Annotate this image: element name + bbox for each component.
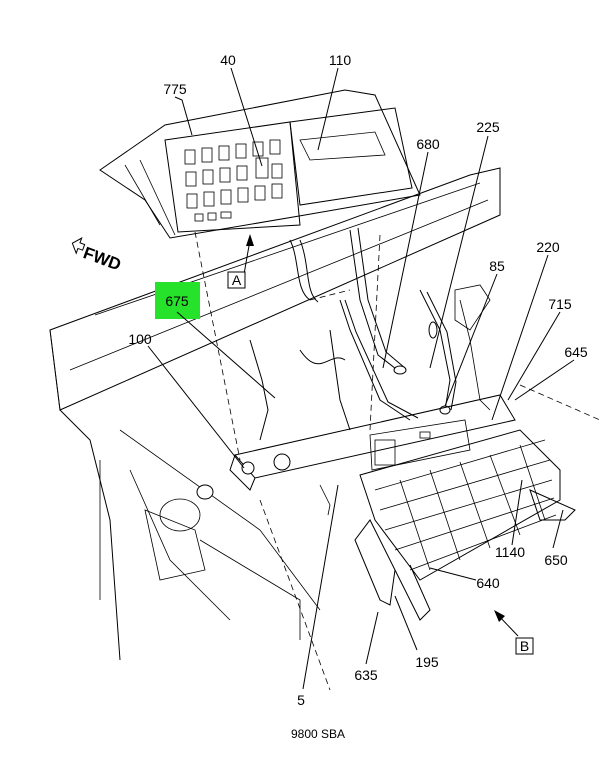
switch-grid: [184, 139, 283, 222]
callout-labels: 40 110 775 225 680 220 85 715 645 675 10…: [128, 52, 588, 708]
callout-85: 85: [489, 258, 505, 274]
callout-110: 110: [329, 52, 352, 68]
view-label-a: A: [232, 272, 242, 288]
callout-775: 775: [163, 81, 187, 97]
bracket-fusebox: [196, 394, 576, 621]
view-a-marker: A: [227, 234, 254, 289]
forward-arrow-icon: [71, 237, 86, 255]
callout-220: 220: [536, 239, 560, 255]
switch-panel: [99, 89, 421, 239]
callout-680: 680: [416, 136, 440, 152]
view-b-marker: B: [494, 610, 534, 655]
callout-5: 5: [297, 692, 305, 708]
callout-100: 100: [128, 331, 152, 347]
wiring: [249, 227, 491, 441]
diagram-caption: 9800 SBA: [291, 727, 345, 741]
callout-635: 635: [354, 667, 378, 683]
callout-195: 195: [415, 654, 439, 670]
leader-lines: [147, 67, 575, 690]
callout-650: 650: [544, 552, 568, 568]
callout-640: 640: [476, 575, 500, 591]
dash-structure: [49, 167, 601, 691]
fwd-indicator: FWD: [71, 237, 124, 274]
fwd-label: FWD: [81, 243, 124, 274]
callout-675: 675: [165, 293, 189, 309]
callout-1140: 1140: [495, 544, 525, 560]
callout-715: 715: [548, 296, 572, 312]
view-label-b: B: [520, 638, 529, 654]
arrow-icon: [494, 610, 505, 622]
callout-225: 225: [476, 119, 500, 135]
arrow-up-icon: [246, 234, 254, 246]
callout-40: 40: [220, 52, 236, 68]
callout-645: 645: [564, 344, 588, 360]
